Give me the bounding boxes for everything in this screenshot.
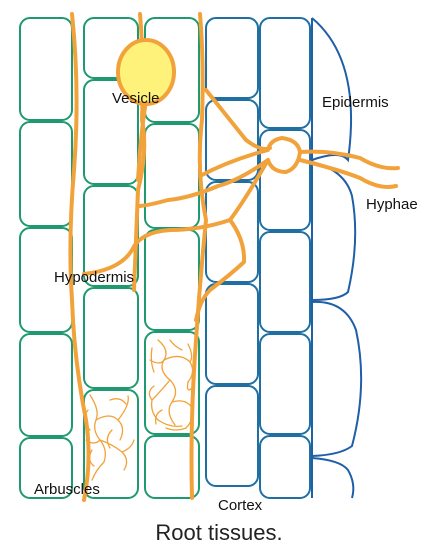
label-arbuscles: Arbuscles bbox=[34, 481, 100, 498]
epidermis-cells bbox=[312, 18, 361, 498]
label-hyphae: Hyphae bbox=[366, 196, 418, 213]
caption: Root tissues. bbox=[0, 520, 438, 546]
label-vesicle: Vesicle bbox=[112, 90, 160, 107]
label-cortex: Cortex bbox=[218, 497, 263, 514]
root-tissue-diagram: Vesicle Epidermis Hyphae Hypodermis Arbu… bbox=[0, 0, 438, 520]
label-epidermis: Epidermis bbox=[322, 94, 389, 111]
label-hypodermis: Hypodermis bbox=[54, 269, 134, 286]
cortex-cells bbox=[206, 18, 310, 498]
